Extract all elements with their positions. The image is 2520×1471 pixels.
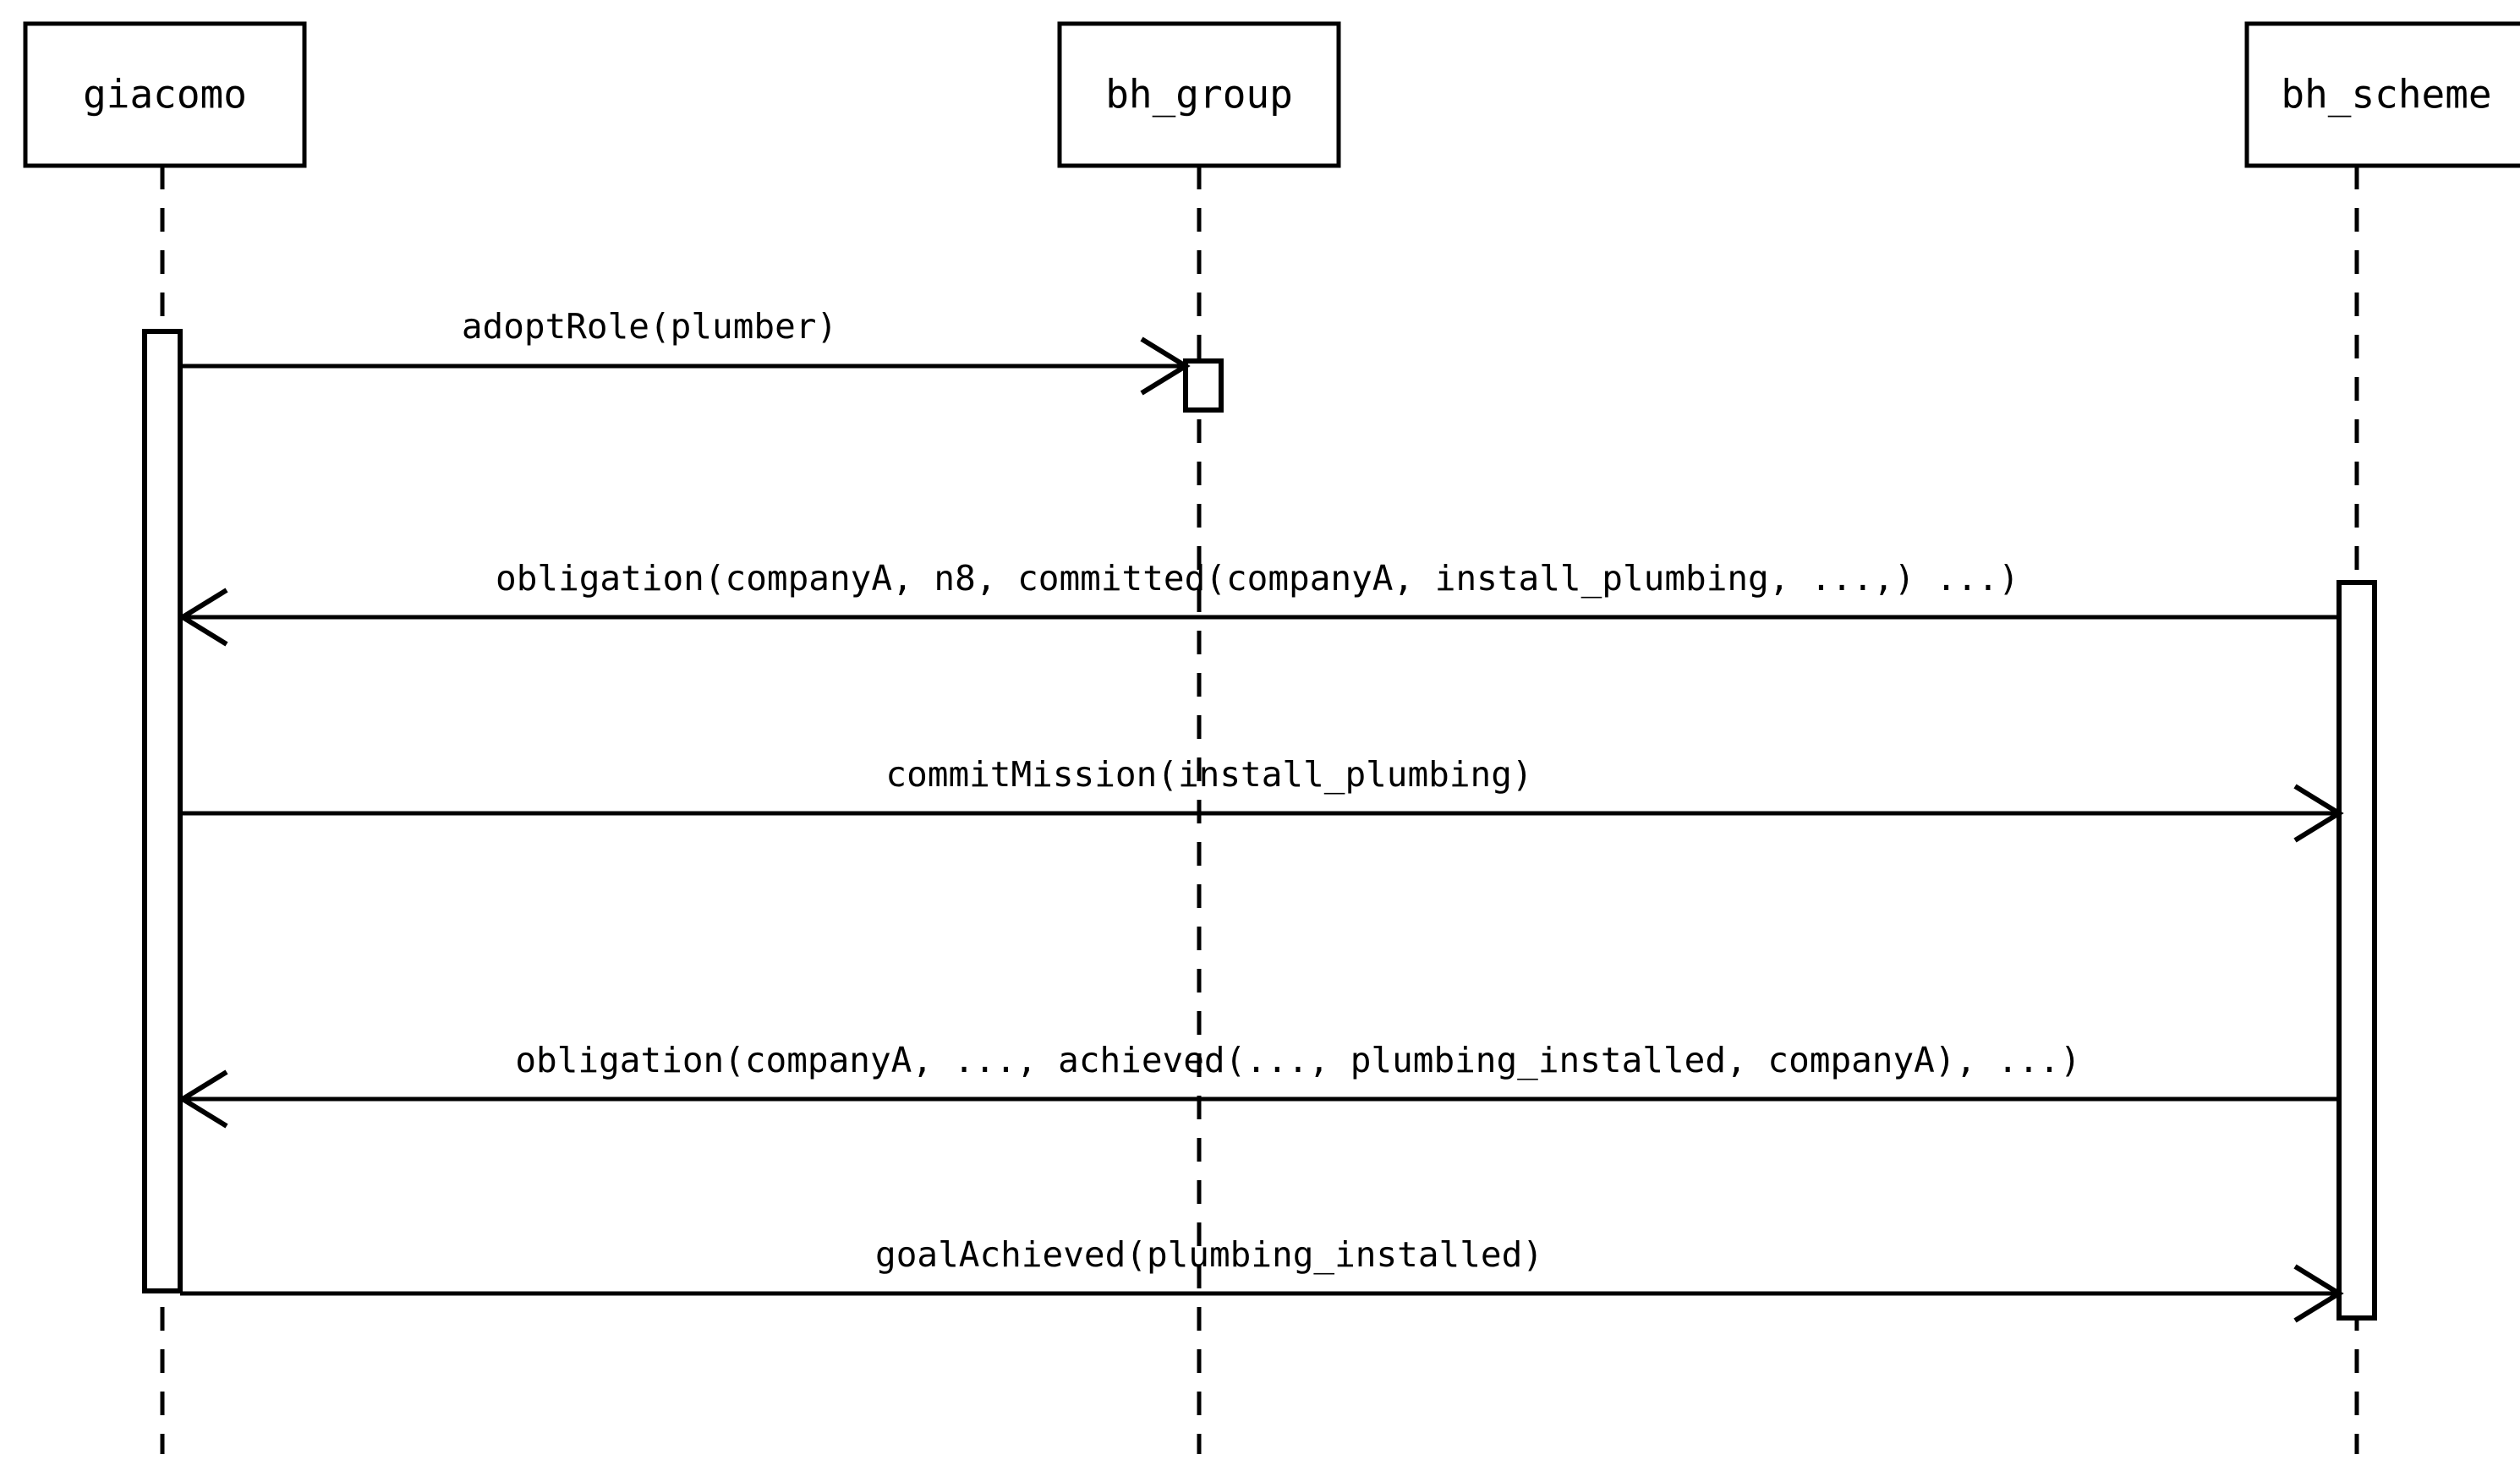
activation-bars-group	[142, 329, 2377, 1321]
lifeline-header-bh_scheme[interactable]: bh_scheme	[2244, 21, 2520, 168]
lifeline-label-bh_group: bh_group	[1105, 72, 1293, 118]
activation-bar-bh_group[interactable]	[1183, 358, 1224, 413]
message-label: obligation(companyA, n8, committed(compa…	[496, 558, 2019, 599]
lifeline-label-giacomo: giacomo	[83, 72, 247, 118]
lifeline-header-bh_group[interactable]: bh_group	[1057, 21, 1341, 168]
message-label: obligation(companyA, ..., achieved(..., …	[515, 1040, 2080, 1080]
message-arrowhead-icon	[2293, 1264, 2344, 1323]
lifeline-label-bh_scheme: bh_scheme	[2281, 72, 2491, 118]
message-arrowhead-icon	[1140, 336, 1191, 396]
message-arrowhead-icon	[178, 1069, 228, 1129]
message-1-giacomo-to-bh_group[interactable]: adoptRole(plumber)	[180, 306, 1191, 396]
message-label: goalAchieved(plumbing_installed)	[875, 1234, 1543, 1275]
message-arrowhead-icon	[178, 588, 228, 647]
message-label: commitMission(install_plumbing)	[885, 754, 1532, 795]
message-5-giacomo-to-bh_scheme[interactable]: goalAchieved(plumbing_installed)	[180, 1234, 2344, 1323]
lifeline-boxes-group: giacomo bh_group bh_scheme	[23, 21, 2520, 168]
activation-bar-giacomo[interactable]	[142, 329, 183, 1293]
message-4-bh_scheme-to-giacomo[interactable]: obligation(companyA, ..., achieved(..., …	[178, 1040, 2339, 1129]
message-label: adoptRole(plumber)	[462, 306, 837, 347]
message-arrowhead-icon	[2293, 784, 2344, 843]
activation-bar-bh_scheme[interactable]	[2336, 580, 2377, 1321]
message-3-giacomo-to-bh_scheme[interactable]: commitMission(install_plumbing)	[180, 754, 2344, 843]
lifeline-header-giacomo[interactable]: giacomo	[23, 21, 307, 168]
message-2-bh_scheme-to-giacomo[interactable]: obligation(companyA, n8, committed(compa…	[178, 558, 2339, 647]
messages-group: adoptRole(plumber) obligation(companyA, n…	[178, 306, 2344, 1323]
